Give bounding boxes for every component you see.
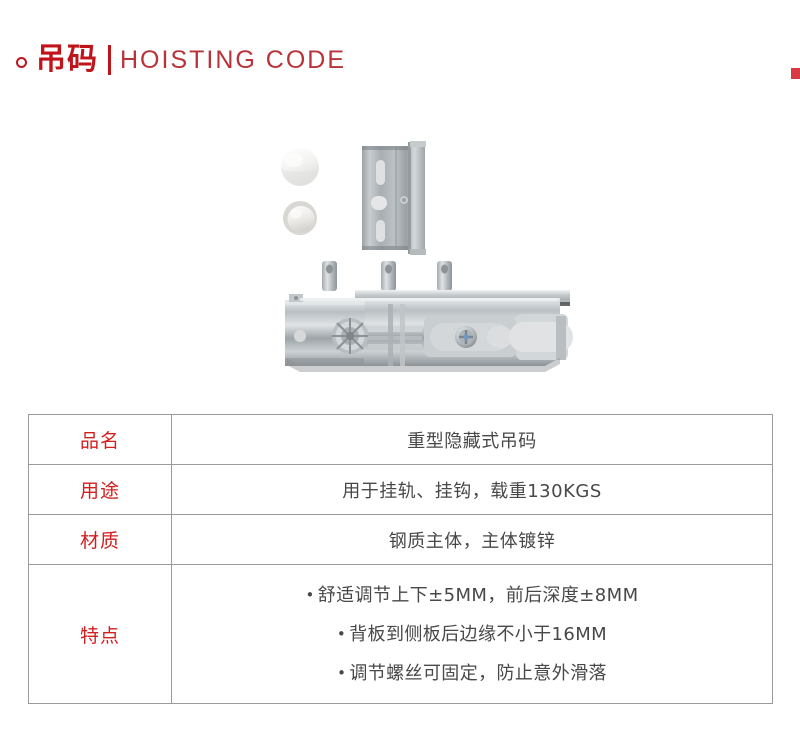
header-title-group: 吊码 HOISTING CODE xyxy=(16,38,346,82)
bracket-top-tabs xyxy=(322,261,452,291)
list-item: 舒适调节上下±5MM，前后深度±8MM xyxy=(172,576,772,615)
page-title-cn: 吊码 xyxy=(36,42,98,77)
hoisting-bracket xyxy=(285,261,573,372)
spec-value-features: 舒适调节上下±5MM，前后深度±8MM 背板到侧板后边缘不小于16MM 调节螺丝… xyxy=(171,564,773,704)
spec-value-usage: 用于挂轨、挂钩，载重130KGS xyxy=(171,464,773,515)
title-separator-bar xyxy=(108,45,111,75)
list-item: 背板到侧板后边缘不小于16MM xyxy=(172,615,772,654)
page-title-en: HOISTING CODE xyxy=(120,45,347,74)
specification-table: 品名 重型隐藏式吊码 用途 用于挂轨、挂钩，载重130KGS 材质 钢质主体，主… xyxy=(28,414,773,704)
product-image-area xyxy=(0,108,800,408)
ring-bullet-icon xyxy=(16,56,27,68)
spec-table-body: 品名 重型隐藏式吊码 用途 用于挂轨、挂钩，载重130KGS 材质 钢质主体，主… xyxy=(28,414,773,704)
table-row: 材质 钢质主体，主体镀锌 xyxy=(28,514,773,565)
white-cap-small xyxy=(283,201,317,235)
table-row: 品名 重型隐藏式吊码 xyxy=(28,414,773,465)
feature-list: 舒适调节上下±5MM，前后深度±8MM 背板到侧板后边缘不小于16MM 调节螺丝… xyxy=(172,576,772,693)
spec-value-product-name: 重型隐藏式吊码 xyxy=(171,414,773,465)
hook-slot xyxy=(509,314,573,360)
spec-label-product-name: 品名 xyxy=(28,414,172,465)
list-item: 调节螺丝可固定，防止意外滑落 xyxy=(172,654,772,693)
adjust-rods xyxy=(368,304,422,366)
spec-label-features: 特点 xyxy=(28,564,172,704)
spec-value-material: 钢质主体，主体镀锌 xyxy=(171,514,773,565)
adjust-wheel xyxy=(332,318,368,354)
white-cap-large xyxy=(281,148,319,186)
product-photo-illustration xyxy=(281,141,573,372)
table-row: 用途 用于挂轨、挂钩，载重130KGS xyxy=(28,464,773,515)
table-row: 特点 舒适调节上下±5MM，前后深度±8MM 背板到侧板后边缘不小于16MM 调… xyxy=(28,564,773,704)
page-header: 吊码 HOISTING CODE xyxy=(0,0,800,108)
mounting-plate xyxy=(362,141,426,255)
spec-label-material: 材质 xyxy=(28,514,172,565)
spec-label-usage: 用途 xyxy=(28,464,172,515)
corner-accent-mark xyxy=(791,68,800,79)
